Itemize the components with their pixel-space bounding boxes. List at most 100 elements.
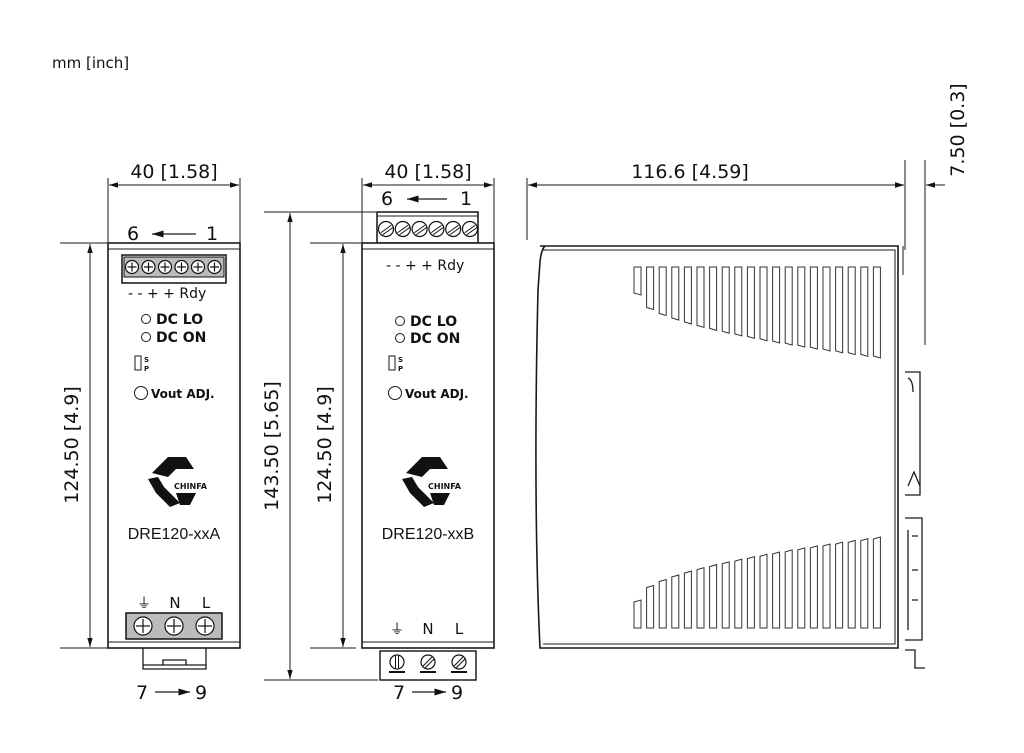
- vent-slot: [633, 266, 642, 296]
- vents-top: [633, 266, 881, 359]
- vent-slot: [721, 561, 730, 629]
- vent-slot: [671, 574, 680, 629]
- ac-n-label: N: [169, 594, 180, 612]
- led-dc-on-icon: [141, 332, 151, 342]
- vent-slot: [822, 543, 831, 629]
- vent-slot: [822, 266, 831, 352]
- led-dc-on-icon: [395, 333, 405, 343]
- din-clip: [142, 648, 207, 670]
- ac-order-start: 7: [136, 682, 148, 704]
- screw-terminal-icon: [133, 616, 153, 636]
- screw-terminal-icon: [451, 654, 467, 673]
- screw-terminal-icon: [394, 220, 411, 238]
- depth-dim-label: 116.6 [4.59]: [631, 161, 749, 183]
- vent-slot: [759, 553, 768, 629]
- svg-text:CHINFA: CHINFA: [428, 482, 462, 491]
- side-view: 116.6 [4.59] 7.50 [0.3]: [526, 83, 969, 669]
- chinfa-logo: CHINFA: [148, 457, 208, 507]
- vent-slot: [784, 549, 793, 629]
- vent-slot: [646, 584, 655, 629]
- screw-terminal-icon: [445, 220, 462, 238]
- terminal-order-end: 1: [460, 188, 472, 210]
- screw-terminal-icon: [141, 259, 156, 275]
- vent-slot: [809, 266, 818, 350]
- vent-slot: [797, 266, 806, 348]
- screw-terminal-icon: [389, 654, 405, 673]
- ac-order-end: 9: [195, 682, 207, 704]
- width-dim-label: 40 [1.58]: [384, 161, 471, 183]
- housing: [107, 242, 241, 649]
- vent-slot: [847, 266, 856, 356]
- led-dc-on-label: DC ON: [410, 331, 460, 347]
- vent-slot: [709, 563, 718, 629]
- screw-terminal-icon: [420, 654, 436, 673]
- vent-slot: [734, 558, 743, 629]
- vent-slot: [835, 541, 844, 629]
- side-housing: [535, 245, 899, 649]
- vent-slot: [646, 266, 655, 311]
- height-dim-label: 124.50 [4.9]: [314, 386, 336, 504]
- led-dc-lo-icon: [395, 316, 405, 326]
- ground-symbol: ⏚: [137, 596, 151, 612]
- vent-slot: [696, 266, 705, 328]
- front-view-b: 40 [1.58] 143.50 [5.65] 124.50 [4.9] 6 1…: [261, 161, 495, 704]
- switch-s-label: S: [398, 356, 403, 364]
- switch-p-label: P: [398, 365, 403, 373]
- terminal-order-end: 1: [206, 223, 218, 245]
- din-rail-clip: [905, 371, 921, 496]
- screw-terminal-icon: [164, 616, 184, 636]
- dc-terminal-labels: - - + + Rdy: [386, 258, 464, 274]
- sp-switch-icon: [134, 355, 142, 371]
- screw-terminal-icon: [377, 220, 395, 238]
- ac-order-end: 9: [451, 682, 463, 704]
- vent-slot: [734, 266, 743, 337]
- led-dc-lo-label: DC LO: [156, 312, 203, 328]
- screw-terminal-icon: [195, 616, 215, 636]
- svg-text:CHINFA: CHINFA: [174, 482, 208, 491]
- dc-terminal-labels: - - + + Rdy: [128, 286, 206, 302]
- vents-bottom: [633, 536, 881, 629]
- ground-symbol: ⏚: [390, 622, 404, 638]
- vent-slot: [683, 570, 692, 629]
- ac-l-label: L: [455, 620, 464, 638]
- vent-slot: [658, 578, 667, 629]
- vent-slot: [696, 567, 705, 629]
- vent-slot: [633, 599, 642, 629]
- vent-slot: [746, 555, 755, 629]
- led-dc-lo-label: DC LO: [410, 314, 457, 330]
- vent-slot: [683, 266, 692, 325]
- screw-terminal-icon: [428, 220, 445, 238]
- led-dc-lo-icon: [141, 314, 151, 324]
- ac-n-label: N: [422, 620, 433, 638]
- housing: [361, 242, 495, 649]
- front-view-a: 40 [1.58] 124.50 [4.9] 6 1 - - + + Rdy D…: [60, 161, 241, 704]
- vent-slot: [772, 266, 781, 344]
- vout-adj-potentiometer-icon: [388, 386, 402, 400]
- vent-slot: [709, 266, 718, 332]
- ac-l-label: L: [202, 594, 211, 612]
- vout-adj-label: Vout ADJ.: [151, 387, 215, 401]
- screw-terminal-icon: [190, 259, 206, 275]
- vent-slot: [746, 266, 755, 340]
- switch-s-label: S: [144, 356, 149, 364]
- model-label: DRE120-xxB: [382, 526, 474, 543]
- units-label: mm [inch]: [52, 54, 129, 72]
- vent-slot: [860, 266, 869, 357]
- screw-terminal-icon: [411, 220, 428, 238]
- model-label: DRE120-xxA: [128, 526, 221, 543]
- screw-terminal-icon: [124, 259, 140, 275]
- chinfa-logo: CHINFA: [402, 457, 462, 507]
- vent-slot: [847, 539, 856, 629]
- vent-slot: [809, 545, 818, 629]
- total-height-dim-label: 143.50 [5.65]: [261, 381, 283, 511]
- vent-slot: [772, 551, 781, 629]
- height-dim-label: 124.50 [4.9]: [61, 386, 83, 504]
- vent-slot: [759, 266, 768, 342]
- width-dim-label: 40 [1.58]: [130, 161, 217, 183]
- rail-dim-label: 7.50 [0.3]: [947, 83, 969, 176]
- vent-slot: [721, 266, 730, 334]
- vent-slot: [860, 538, 869, 629]
- screw-terminal-icon: [461, 220, 479, 238]
- vout-adj-potentiometer-icon: [134, 386, 148, 400]
